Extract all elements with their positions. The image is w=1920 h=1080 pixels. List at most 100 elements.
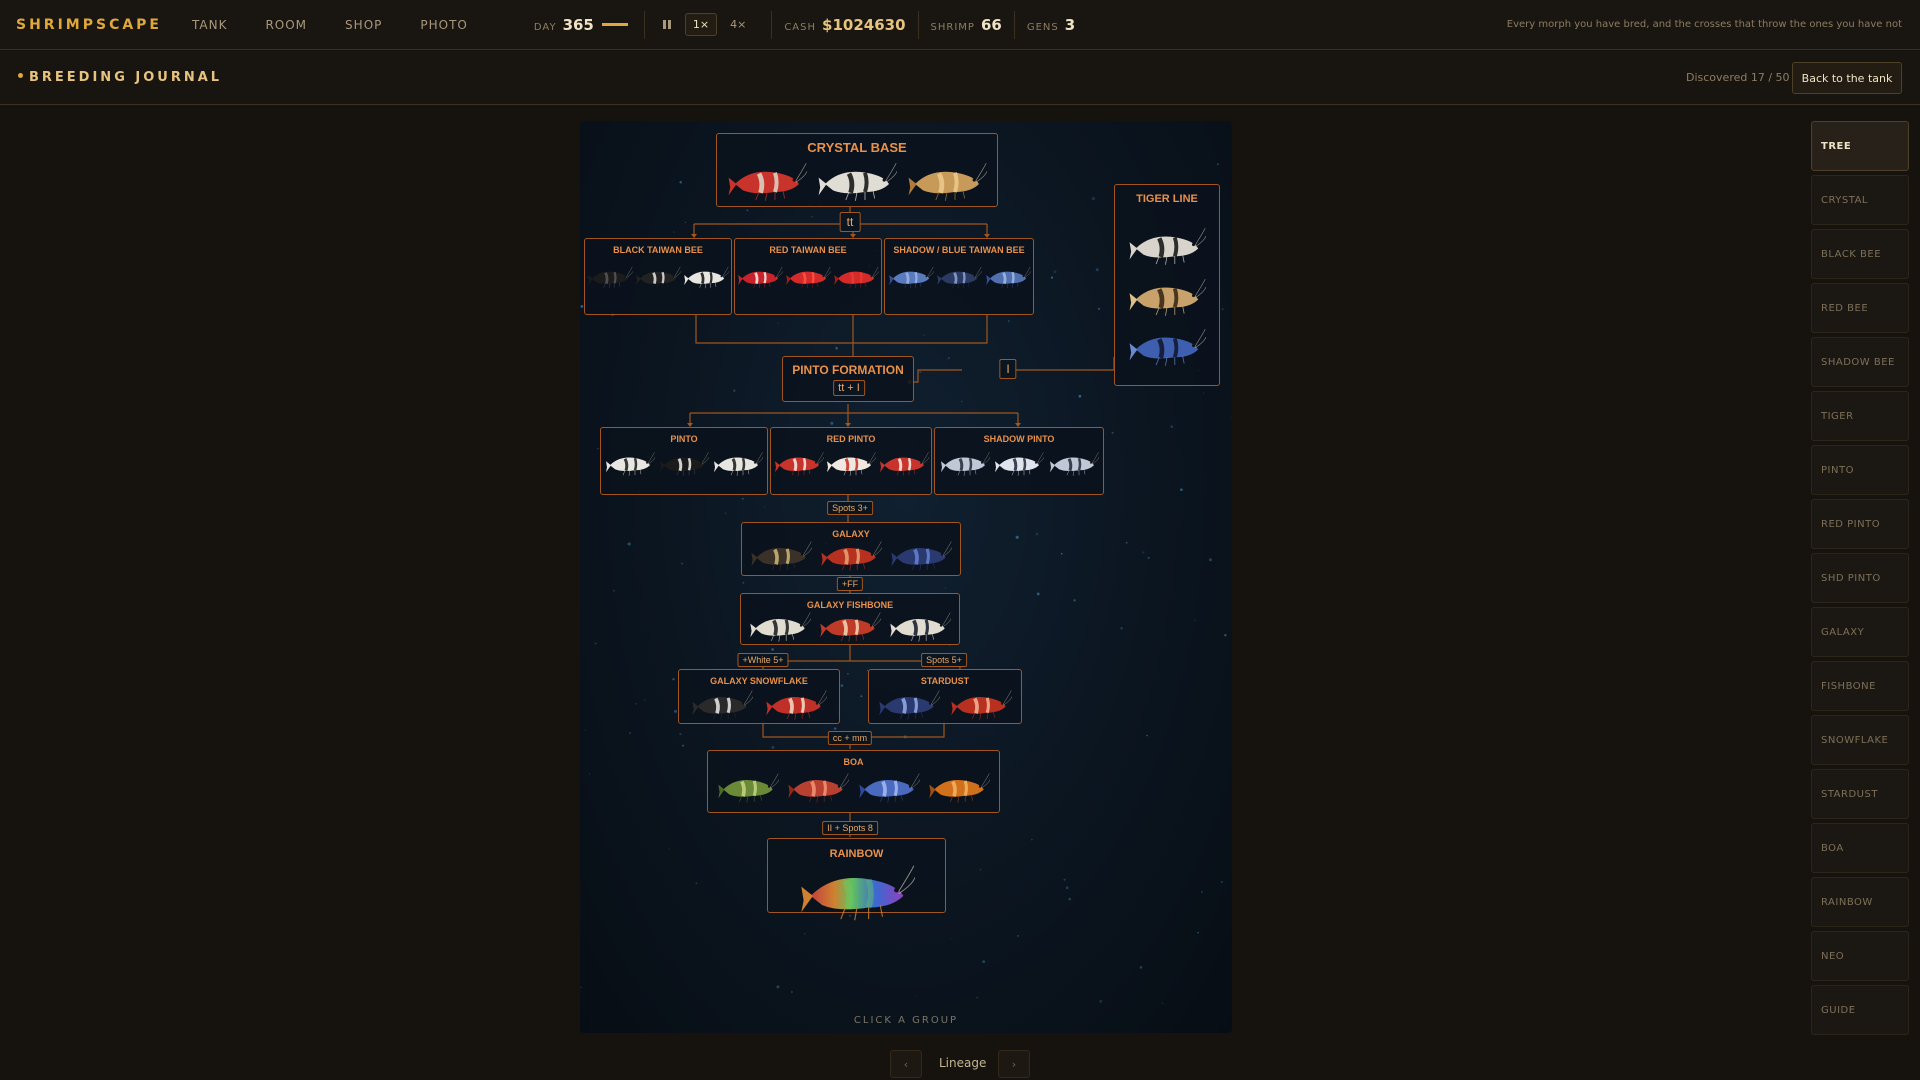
discovered-count: Discovered 17 / 50	[1686, 71, 1790, 84]
group-black-taiwan-bee[interactable]: BLACK TAIWAN BEE	[584, 238, 732, 315]
cross-tag: II + Spots 8	[822, 821, 878, 835]
shrimp-image	[684, 266, 729, 289]
group-crystal-base[interactable]: CRYSTAL BASE	[716, 133, 998, 207]
shrimp-image	[821, 541, 882, 571]
cross-tag: Spots 5+	[921, 653, 967, 667]
shrimp-image	[1129, 227, 1206, 265]
group-rainbow[interactable]: RAINBOW	[767, 838, 946, 921]
tab-galaxy[interactable]: GALAXY	[1811, 607, 1909, 657]
tab-boa[interactable]: BOA	[1811, 823, 1909, 873]
shrimp-image	[786, 266, 831, 289]
shrimp-image	[750, 612, 811, 642]
top-bar: SHRIMPSCAPE TANK ROOM SHOP PHOTO DAY 365…	[0, 0, 1920, 50]
page-title-text: BREEDING JOURNAL	[29, 70, 223, 85]
group-galaxy-snowflake[interactable]: GALAXY SNOWFLAKE	[678, 669, 840, 724]
divider	[1013, 10, 1015, 39]
shrimp-image	[800, 865, 915, 921]
group-shadow-pinto[interactable]: SHADOW PINTO	[934, 427, 1104, 495]
nav-photo[interactable]: PHOTO	[420, 17, 468, 32]
page-title: BREEDING JOURNAL	[18, 70, 222, 85]
back-to-tank-button[interactable]: Back to the tank	[1792, 62, 1902, 94]
group-galaxy-fishbone[interactable]: GALAXY FISHBONE	[740, 593, 960, 645]
shrimp-image	[1049, 452, 1099, 476]
tab-pinto[interactable]: PINTO	[1811, 445, 1909, 495]
tab-rainbow[interactable]: RAINBOW	[1811, 877, 1909, 927]
tab-tiger[interactable]: TIGER	[1811, 391, 1909, 441]
pause-icon	[662, 20, 666, 29]
speed-4x-button[interactable]: 4×	[730, 18, 747, 31]
shrimp-image	[660, 452, 709, 476]
group-title: RED PINTO	[826, 434, 876, 444]
group-pinto[interactable]: PINTO	[600, 427, 768, 495]
group-title: BLACK TAIWAN BEE	[613, 245, 703, 255]
nav-tank[interactable]: TANK	[192, 17, 228, 32]
group-pinto-formation[interactable]: PINTO FORMATION tt + I	[782, 356, 914, 402]
nav-room[interactable]: ROOM	[265, 17, 308, 32]
day-stat: DAY 365	[534, 16, 628, 34]
group-galaxy[interactable]: GALAXY	[741, 522, 961, 576]
shrimp-image	[1129, 278, 1206, 316]
pause-button[interactable]	[657, 16, 677, 33]
tab-neo[interactable]: NEO	[1811, 931, 1909, 981]
shrimp-image	[751, 541, 812, 571]
cross-tag: Spots 3+	[827, 501, 873, 515]
shrimp-image	[827, 452, 876, 476]
tab-tree[interactable]: TREE	[1811, 121, 1909, 171]
shrimp-image	[888, 266, 934, 289]
shrimp-image	[908, 163, 987, 201]
cross-tag: I	[999, 359, 1017, 379]
shrimp-image	[937, 266, 982, 289]
shrimp-image	[940, 452, 990, 476]
tab-red-pinto[interactable]: RED PINTO	[1811, 499, 1909, 549]
group-shadow-blue-taiwan-bee[interactable]: SHADOW / BLUE TAIWAN BEE	[884, 238, 1034, 315]
tab-shadow-bee[interactable]: SHADOW BEE	[1811, 337, 1909, 387]
day-value: 365	[562, 15, 594, 34]
shrimp-image	[714, 452, 763, 476]
shrimp-image	[890, 612, 951, 642]
shrimp-image	[788, 773, 850, 803]
main-nav: TANK ROOM SHOP PHOTO	[192, 18, 506, 32]
group-title: SHADOW PINTO	[983, 434, 1055, 444]
tab-black-bee[interactable]: BLACK BEE	[1811, 229, 1909, 279]
shrimp-image	[774, 452, 824, 476]
shrimp-image	[891, 541, 952, 571]
tab-shd-pinto[interactable]: SHD PINTO	[1811, 553, 1909, 603]
divider	[771, 10, 773, 39]
shrimp-image	[636, 266, 681, 289]
group-title: GALAXY SNOWFLAKE	[710, 676, 808, 686]
tab-stardust[interactable]: STARDUST	[1811, 769, 1909, 819]
group-title: RED TAIWAN BEE	[769, 245, 847, 255]
prev-page-button[interactable]: ‹	[890, 1050, 922, 1078]
cash-value: $1024630	[822, 15, 906, 34]
lineage-tree-panel: CRYSTAL BASE TIGER LINE BLACK TAIWAN BEE…	[580, 121, 1232, 1033]
group-title: BOA	[843, 757, 864, 767]
group-red-pinto[interactable]: RED PINTO	[770, 427, 932, 495]
group-boa[interactable]: BOA	[707, 750, 1000, 813]
shrimp-image	[588, 266, 633, 289]
cash-stat: CASH $1024630	[784, 16, 905, 34]
shrimp-label: SHRIMP	[930, 21, 975, 33]
cross-tag: +White 5+	[737, 653, 789, 667]
group-stardust[interactable]: STARDUST	[868, 669, 1022, 724]
bullet-icon	[18, 73, 23, 78]
shrimp-image	[738, 266, 783, 289]
shrimp-image	[950, 690, 1012, 720]
shrimp-image	[879, 452, 929, 476]
shrimp-image	[929, 773, 991, 803]
group-red-taiwan-bee[interactable]: RED TAIWAN BEE	[734, 238, 882, 315]
shrimp-image	[728, 163, 807, 201]
shrimp-image	[818, 163, 897, 201]
tab-fishbone[interactable]: FISHBONE	[1811, 661, 1909, 711]
shrimp-image	[820, 612, 881, 642]
shrimp-image	[766, 690, 827, 720]
next-page-button[interactable]: ›	[998, 1050, 1030, 1078]
tab-crystal[interactable]: CRYSTAL	[1811, 175, 1909, 225]
shrimp-stat: SHRIMP 66	[931, 16, 1002, 34]
group-title: PINTO	[670, 434, 698, 444]
tab-red-bee[interactable]: RED BEE	[1811, 283, 1909, 333]
tab-snowflake[interactable]: SNOWFLAKE	[1811, 715, 1909, 765]
nav-shop[interactable]: SHOP	[345, 17, 383, 32]
speed-1x-button[interactable]: 1×	[684, 13, 718, 36]
group-tiger-line[interactable]: TIGER LINE	[1114, 184, 1220, 386]
tab-guide[interactable]: GUIDE	[1811, 985, 1909, 1035]
